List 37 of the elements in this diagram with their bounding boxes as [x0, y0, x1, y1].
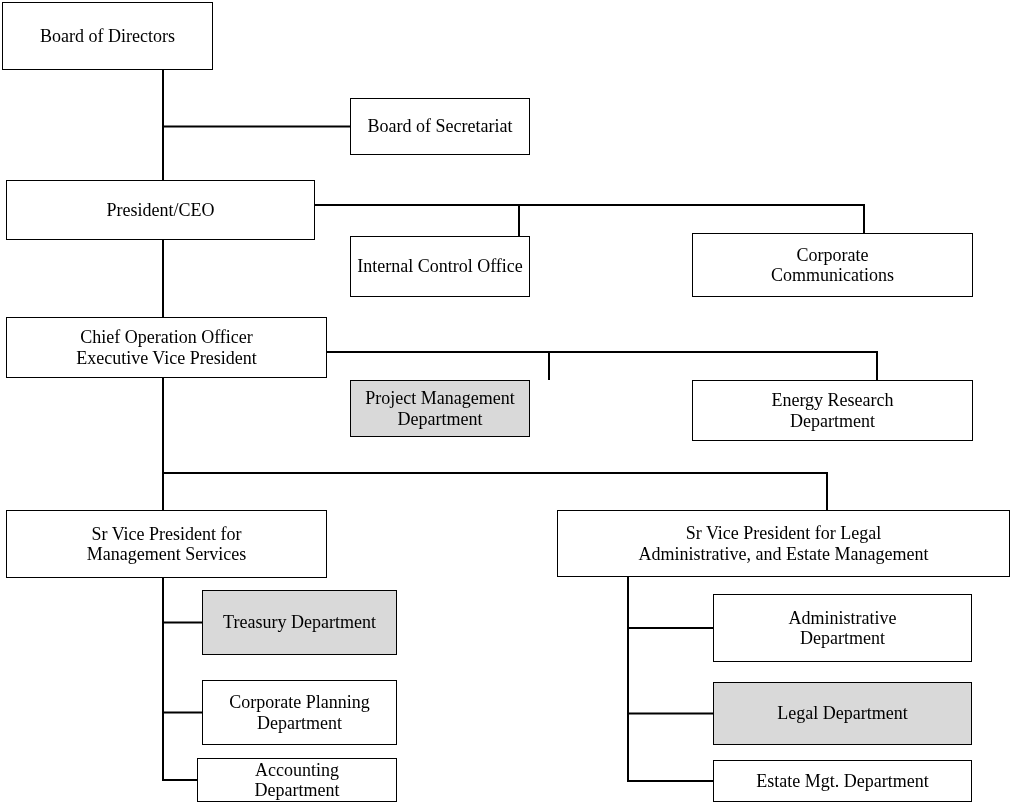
- org-box: [6, 180, 315, 240]
- box-label: Board of Directors: [40, 25, 175, 47]
- box-label: President/CEO: [106, 199, 215, 221]
- connector-line: [162, 239, 164, 318]
- org-box: [350, 380, 530, 437]
- box-label: Administrative Department: [787, 607, 898, 649]
- connector-line: [162, 577, 198, 781]
- box-label: Corporate Communications: [770, 244, 895, 286]
- org-box: [202, 680, 397, 745]
- org-box: [713, 594, 972, 662]
- org-box: [557, 510, 1010, 577]
- org-box: [202, 590, 397, 655]
- org-box: [197, 758, 397, 802]
- box-label: Executive Vice President: [76, 347, 257, 368]
- box-label: Treasury Department: [223, 612, 376, 633]
- box-label: Sr Vice President for Legal Administrative, and Estate Management: [637, 523, 930, 564]
- box-label: Energy Research Department: [770, 390, 895, 431]
- box-label: Board of Secretariat: [367, 116, 513, 137]
- box-label: Legal Department: [777, 703, 908, 724]
- org-box: [6, 317, 327, 378]
- box-label: Project Management Department: [364, 388, 516, 429]
- box-label: Sr Vice President for Management Services: [85, 523, 248, 565]
- connector-line: [627, 576, 714, 782]
- box-label: Chief Operation Officer: [80, 327, 253, 348]
- org-box: [2, 2, 213, 70]
- org-box: [692, 233, 973, 297]
- connector-line: [162, 69, 164, 181]
- org-box: [350, 236, 530, 297]
- org-box: [713, 760, 972, 802]
- org-box: [692, 380, 973, 441]
- box-label: Internal Control Office: [357, 256, 523, 277]
- box-label: Estate Mgt. Department: [756, 770, 929, 792]
- org-box: [6, 510, 327, 578]
- org-box: [350, 98, 530, 155]
- box-label: Corporate Planning Department: [228, 692, 371, 733]
- box-label: Accounting Department: [253, 759, 341, 801]
- org-box: [713, 682, 972, 745]
